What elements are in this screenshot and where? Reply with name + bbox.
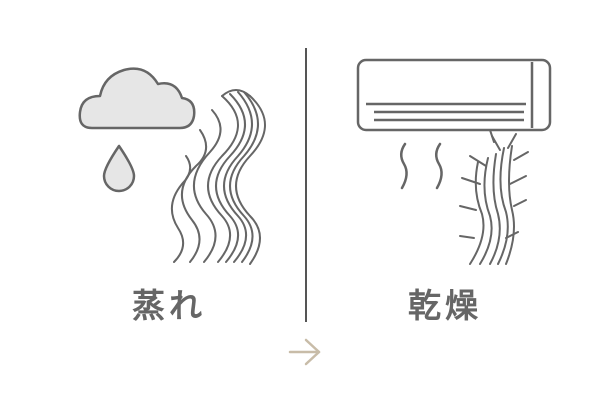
label-stuffy: 蒸れ <box>132 286 206 325</box>
water-drop-icon <box>102 144 136 193</box>
arrow-right-icon <box>288 338 321 366</box>
air-conditioner-icon <box>356 58 552 132</box>
cloud-icon <box>78 67 196 130</box>
heat-waves-icon <box>400 142 443 190</box>
dry-frizzy-hair-icon <box>459 129 529 265</box>
label-dryness: 乾燥 <box>408 286 482 325</box>
wavy-hair-icon <box>171 89 266 265</box>
